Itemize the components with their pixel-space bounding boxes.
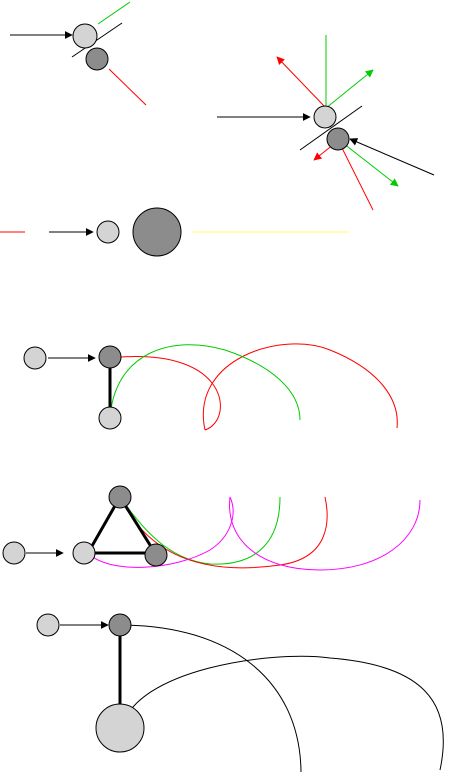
- red-arc: [119, 496, 328, 569]
- big-light-ball: [95, 703, 145, 753]
- scene-vector-decomposition: [217, 35, 435, 211]
- top-dark-ball: [108, 485, 132, 509]
- tangent-line: [71, 22, 123, 58]
- dark-ball: [85, 47, 109, 71]
- light-ball: [313, 105, 337, 129]
- red-arc: [109, 356, 221, 431]
- green-arrow-down-right: [338, 139, 399, 187]
- magenta-arc-2: [229, 496, 421, 571]
- green-arrow-up-right: [325, 69, 374, 109]
- scene-big-ball-link: [36, 613, 444, 773]
- linked-light-ball: [98, 406, 122, 430]
- light-ball: [72, 23, 98, 49]
- left-light-ball: [72, 541, 96, 565]
- tangent-line: [299, 105, 363, 151]
- dark-ball: [326, 127, 350, 151]
- magenta-arc: [87, 496, 234, 568]
- right-dark-ball: [144, 543, 168, 567]
- green-direction-line: [97, 1, 131, 25]
- scene-triangle: [2, 485, 421, 571]
- black-arc: [119, 624, 302, 773]
- incoming-ball: [36, 613, 60, 637]
- black-arc-2: [121, 655, 444, 771]
- red-arc-2: [202, 343, 398, 431]
- red-arrow-up-left: [276, 56, 327, 109]
- green-arc: [119, 496, 281, 565]
- light-ball: [96, 220, 120, 244]
- scene-two-ball-link: [23, 343, 398, 431]
- incoming-ball: [23, 346, 47, 370]
- red-direction-line: [341, 147, 374, 211]
- green-arc: [109, 344, 301, 421]
- red-direction-line: [108, 68, 147, 106]
- dark-ball: [108, 613, 132, 637]
- incoming-ball: [2, 541, 26, 565]
- scene-oblique-collision: [10, 1, 147, 106]
- scene-small-vs-big: [0, 207, 349, 257]
- big-dark-ball: [132, 207, 182, 257]
- rigid-triangle: [85, 494, 158, 555]
- second-incoming-arrow: [349, 138, 435, 176]
- dark-ball: [98, 345, 122, 369]
